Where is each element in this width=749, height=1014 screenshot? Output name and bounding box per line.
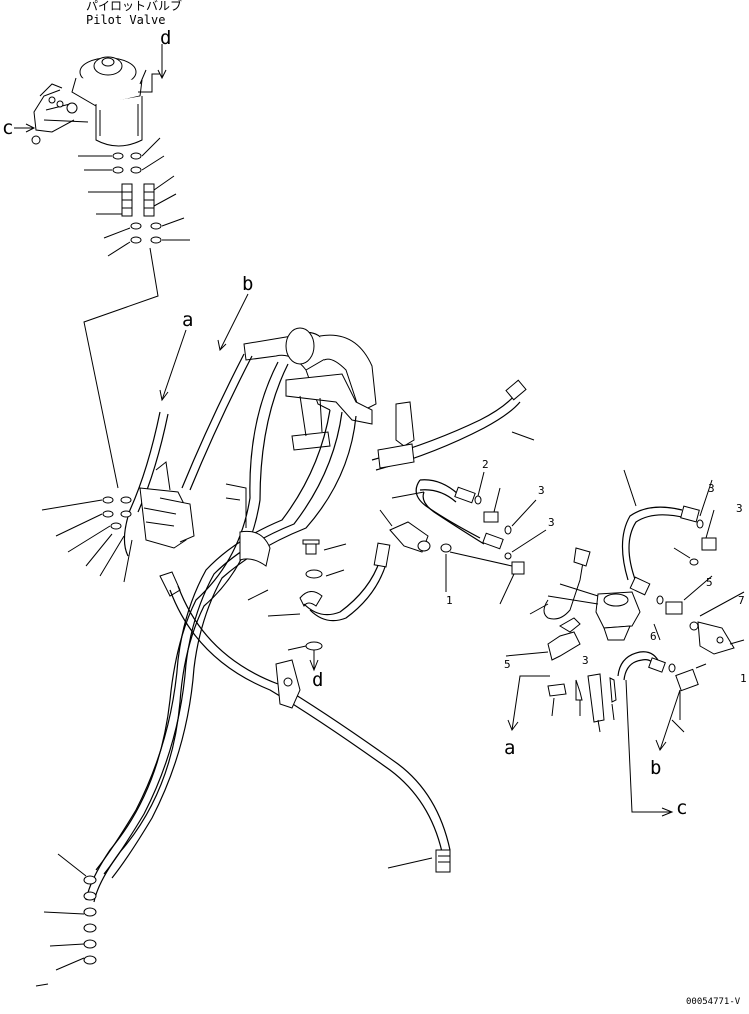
ref-letter-c-lower: c	[676, 797, 687, 819]
callout-3-right-a: 3	[538, 484, 545, 497]
ref-letter-c-top: c	[2, 117, 13, 139]
connector-line-valve-to-block	[83, 247, 159, 489]
pilot-valve	[31, 56, 160, 147]
elbow-fitting	[379, 509, 525, 605]
right-valve-unit	[505, 469, 745, 733]
valve-port-fittings	[78, 137, 190, 257]
callout-3-right-b: 3	[548, 516, 555, 529]
hose-bundle	[85, 327, 527, 903]
leader-c-lower	[625, 679, 672, 813]
leader-b-lower	[659, 689, 681, 751]
ref-letter-a-lower: a	[504, 737, 515, 759]
callout-7-right: 7	[738, 594, 745, 607]
ref-letter-a-top: a	[182, 309, 193, 331]
callout-3-far-right-a: 3	[708, 482, 715, 495]
title-english: Pilot Valve	[86, 13, 165, 27]
drawing-code: 00054771-V	[686, 997, 741, 1007]
callout-3-lower: 3	[582, 654, 589, 667]
valve-block	[41, 461, 195, 583]
callout-5-right: 5	[706, 576, 713, 589]
callout-5-lower: 5	[504, 658, 511, 671]
lower-orings	[35, 853, 97, 987]
ref-letter-b-top: b	[242, 273, 253, 295]
callout-2-right: 2	[482, 458, 489, 471]
right-hose-group	[391, 471, 547, 560]
middle-fittings	[267, 539, 391, 672]
ref-letter-d-middle: d	[312, 669, 323, 691]
callout-1-far-right: 1	[740, 672, 747, 685]
callout-6-right: 6	[650, 630, 657, 643]
leader-a-lower	[511, 675, 550, 731]
title-japanese: パイロットバルブ	[86, 0, 182, 13]
callout-1-middle: 1	[446, 594, 453, 607]
ref-letter-d-top: d	[160, 27, 171, 49]
callout-3-far-right-b: 3	[736, 502, 743, 515]
ref-letter-b-lower: b	[650, 757, 661, 779]
